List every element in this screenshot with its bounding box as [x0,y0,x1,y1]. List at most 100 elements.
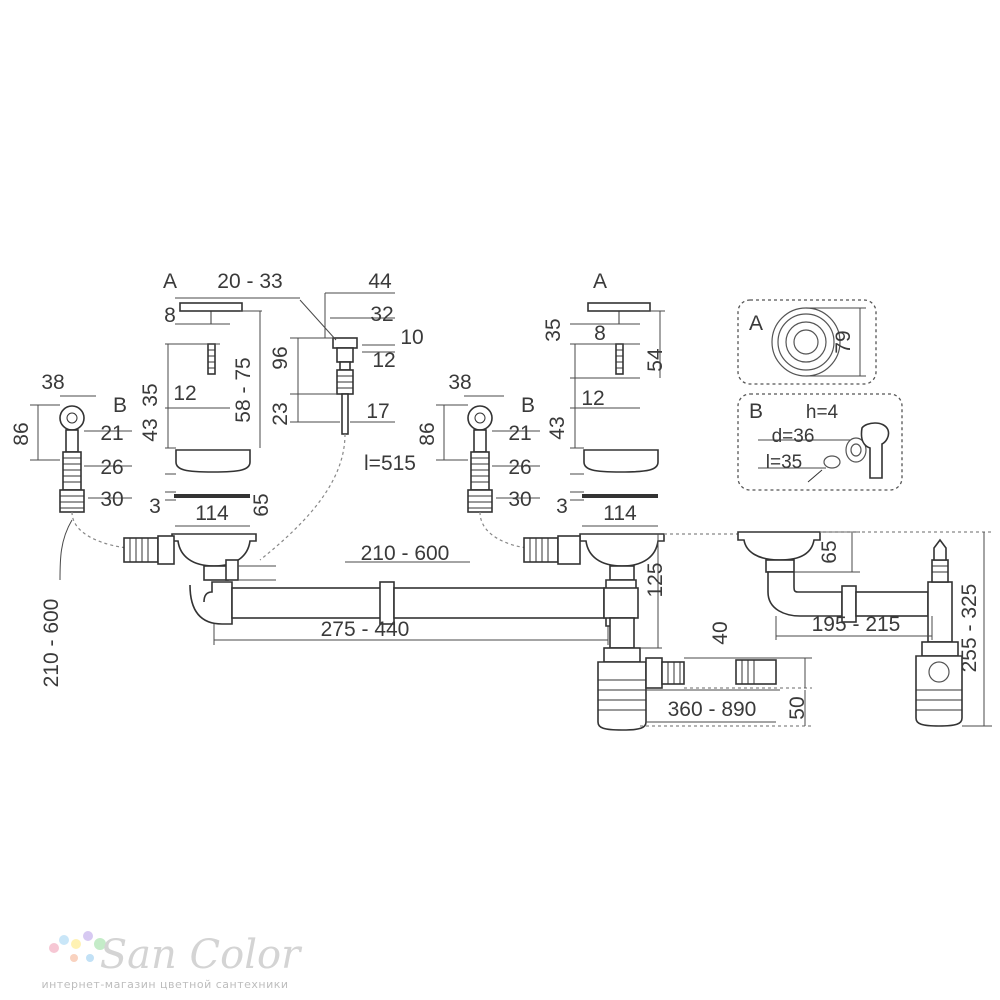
right-strainer-plate [587,302,651,312]
trap-riser [609,617,635,649]
side-outlet-dia-dim: 40 [709,621,732,644]
watermark-tagline: интернет-магазин цветной сантехники [41,978,288,991]
trap-side-outlet [645,657,663,689]
left-basket [175,449,251,473]
right-overflow-width-dim: 38 [448,371,471,394]
right-overflow-nut [467,489,493,513]
left-gasket [174,494,250,498]
right-overflow-d2: 26 [508,456,531,479]
left-overflow-d3: 30 [100,488,123,511]
left-elbow [189,581,233,625]
left-strainer-stem-len: 58 - 75 [232,357,255,422]
detail-b-washer-dia: d=36 [772,426,815,447]
left-overflow-inlet [123,537,159,563]
valve-thread-dia: 17 [366,400,389,423]
right-strainer-collar-dim: 8 [594,322,606,345]
right-overflow-cap [467,405,493,431]
side-view-bottle-trap [915,655,963,727]
overflow-nut [59,489,85,513]
right-overflow-inlet [523,537,559,563]
detail-b-overflow-fitting [860,422,890,479]
detail-a-box [737,299,877,385]
left-drain-bowl [171,533,257,567]
valve-head [332,337,358,349]
side-view-assembly [737,531,992,727]
side-view-elbow-length: 195 - 215 [812,613,901,636]
left-strainer-gap-b: 43 [139,418,162,441]
right-overflow-assembly [436,395,540,549]
detail-b-screw-len: l=35 [766,452,802,473]
right-overflow-d3: 30 [508,488,531,511]
valve-rod [341,393,349,435]
left-strainer-width-dim: 20 - 33 [217,270,282,293]
right-strainer-stem-len: 54 [644,348,667,372]
left-overflow-height-dim: 86 [10,422,33,445]
left-strainer-stem-dia: 12 [173,382,196,405]
left-overflow-hose-dim: 210 - 600 [40,599,63,688]
detail-b-washer-thk: h=4 [806,402,839,423]
valve-assembly [259,292,395,561]
right-strainer-gap-b: 43 [546,416,569,439]
detail-b-washer-small [823,455,841,469]
detail-b-washer [845,437,867,463]
right-drain-bowl [579,533,665,567]
outlet-extension [735,659,777,685]
detail-a-label: A [749,312,763,335]
left-basket-dia: 114 [195,502,229,525]
main-connector-pipe [213,581,609,645]
detail-a-diameter: 79 [832,330,855,353]
bottle-trap [597,661,647,731]
left-strainer-plate [179,302,243,312]
outlet-extension-dim: 360 - 890 [668,698,757,721]
valve-neck-dia: 12 [372,349,395,372]
right-basket-dia: 114 [603,502,637,525]
left-strainer-assembly [165,297,300,527]
right-strainer-stem-dia: 12 [581,387,604,410]
valve-head-dia: 32 [370,303,393,326]
right-overflow-hose-dim: 210 - 600 [361,542,450,565]
watermark-brand: San Color [100,932,303,978]
right-gasket [582,494,658,498]
left-outlet-height: 65 [250,493,273,516]
outlet-height-dim: 50 [786,696,809,719]
trap-height-dim: 125 [644,562,667,597]
right-basket [583,449,659,473]
connector-length-dim: 275 - 440 [321,618,410,641]
left-overflow-label: B [113,394,127,417]
valve-total-height: 96 [269,346,292,369]
watermark-logo: San Color интернет-магазин цветной санте… [41,931,303,991]
side-view-total-height: 255 - 325 [958,584,981,673]
valve-head-width: 44 [368,270,392,293]
valve-lower-height: 23 [269,402,292,425]
side-view-pipe [855,591,929,617]
left-strainer-label: A [163,270,177,293]
overflow-cap-inner [66,412,78,424]
right-overflow-height-dim: 86 [416,422,439,445]
detail-b-box [737,393,903,491]
valve-body [336,347,354,363]
left-overflow-d2: 26 [100,456,123,479]
valve-cable-length: l=515 [364,452,416,475]
side-view-elbow [767,571,843,617]
side-view-outlet-height: 65 [818,540,841,563]
left-drain-body [123,533,276,625]
right-overflow-label: B [521,394,535,417]
left-strainer-stem [207,343,216,375]
left-overflow-width-dim: 38 [41,371,64,394]
right-strainer-label: A [593,270,607,293]
right-strainer-assembly [570,302,665,527]
right-strainer-stem [615,343,624,375]
overflow-cap [59,405,85,431]
right-overflow-d1: 21 [508,422,531,445]
valve-head-height: 10 [400,326,423,349]
detail-b-screw [807,469,823,483]
right-drain-body [523,533,812,731]
left-strainer-gap-a: 35 [139,383,162,406]
left-gasket-thk: 3 [149,495,161,518]
right-gasket-thk: 3 [556,495,568,518]
left-strainer-collar-dim: 8 [164,304,176,327]
left-overflow-hose [71,511,131,549]
overflow-neck [65,429,79,453]
